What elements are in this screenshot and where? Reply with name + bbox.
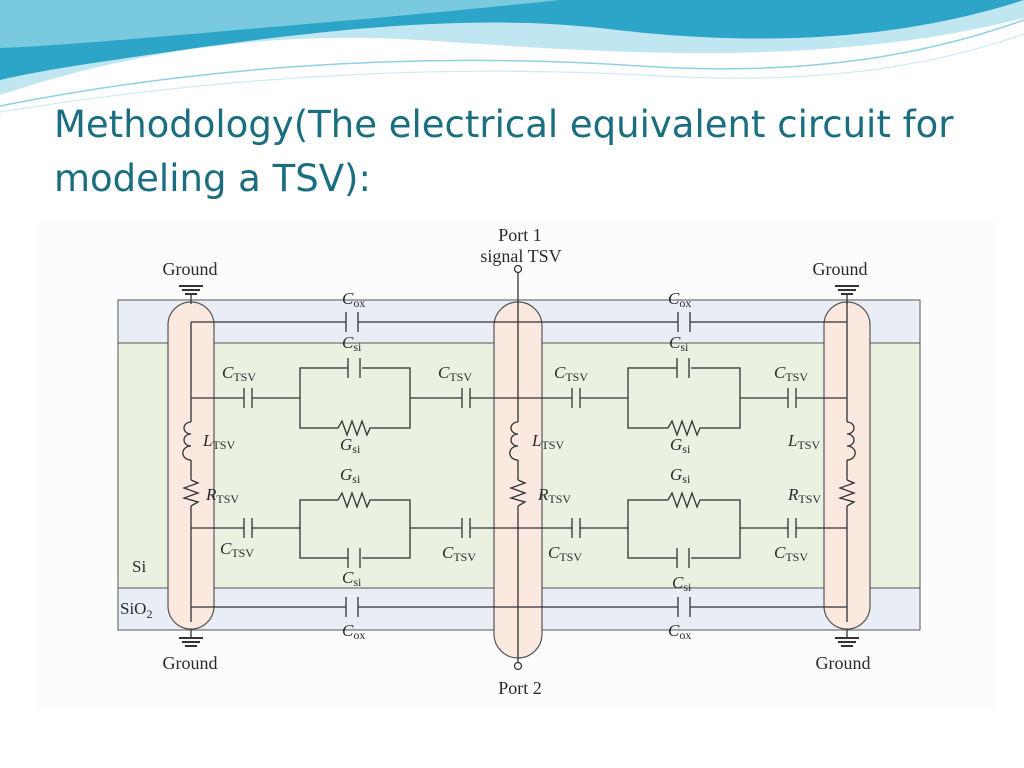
tsv-circuit-diagram: Port 1 signal TSV Port 2 Ground Ground G… (36, 222, 998, 710)
label-ctsv-upper-1: CTSV (222, 363, 256, 384)
svg-text:Gsi: Gsi (670, 435, 691, 456)
label-gsi-lower-left: Gsi (340, 465, 361, 486)
svg-text:CTSV: CTSV (548, 543, 582, 564)
svg-text:RTSV: RTSV (537, 485, 571, 506)
ground-label-top-left: Ground (163, 259, 218, 279)
svg-text:CTSV: CTSV (222, 363, 256, 384)
label-ctsv-lower-4: CTSV (774, 543, 808, 564)
svg-text:RTSV: RTSV (205, 485, 239, 506)
label-csi-upper-right: Csi (669, 333, 689, 354)
svg-text:Cox: Cox (342, 621, 365, 642)
sio2-label: SiO2 (120, 599, 152, 621)
ground-symbol-bottom-left (179, 630, 203, 647)
ground-symbol-bottom-right (835, 630, 859, 647)
svg-text:Csi: Csi (342, 333, 362, 354)
port1-sub-label: signal TSV (480, 246, 561, 266)
svg-text:Csi: Csi (669, 333, 689, 354)
label-gsi-lower-right: Gsi (670, 465, 691, 486)
svg-text:LTSV: LTSV (202, 431, 235, 452)
sio2-subscript: 2 (146, 607, 152, 621)
label-ctsv-upper-3: CTSV (554, 363, 588, 384)
label-rtsv-right: RTSV (787, 485, 821, 506)
ground-label-bottom-left: Ground (163, 653, 218, 673)
svg-text:CTSV: CTSV (438, 363, 472, 384)
svg-text:Csi: Csi (342, 568, 362, 589)
wave-line-2 (0, 33, 1024, 113)
svg-text:CTSV: CTSV (774, 363, 808, 384)
ground-label-top-right: Ground (813, 259, 868, 279)
label-cox-top-right: Cox (668, 289, 691, 310)
svg-text:Csi: Csi (672, 573, 692, 594)
svg-text:Cox: Cox (668, 621, 691, 642)
svg-text:Cox: Cox (342, 289, 365, 310)
label-cox-top-left: Cox (342, 289, 365, 310)
label-csi-upper-left: Csi (342, 333, 362, 354)
svg-text:Gsi: Gsi (670, 465, 691, 486)
label-ltsv-signal: LTSV (531, 431, 564, 452)
label-ctsv-upper-4: CTSV (774, 363, 808, 384)
ground-symbol-top-right (835, 285, 859, 304)
port1-label: Port 1 (498, 225, 542, 245)
label-cox-bottom-left: Cox (342, 621, 365, 642)
wave-highlight (0, 0, 560, 48)
svg-text:Cox: Cox (668, 289, 691, 310)
svg-text:Gsi: Gsi (340, 465, 361, 486)
wave-line-1 (0, 19, 1024, 107)
label-gsi-upper-left: Gsi (340, 435, 361, 456)
ground-label-bottom-right: Ground (816, 653, 871, 673)
label-ctsv-lower-3: CTSV (548, 543, 582, 564)
label-csi-lower-right: Csi (672, 573, 692, 594)
svg-text:CTSV: CTSV (554, 363, 588, 384)
slide-title-line-1: Methodology(The electrical equivalent ci… (54, 103, 954, 146)
label-ltsv-right: LTSV (787, 431, 820, 452)
label-ctsv-lower-2: CTSV (442, 543, 476, 564)
label-rtsv-signal: RTSV (537, 485, 571, 506)
header-wave-decoration (0, 0, 1024, 113)
svg-text:Gsi: Gsi (340, 435, 361, 456)
label-gsi-upper-right: Gsi (670, 435, 691, 456)
svg-text:CTSV: CTSV (442, 543, 476, 564)
port2-terminal (513, 661, 523, 671)
label-ltsv-left: LTSV (202, 431, 235, 452)
slide-title: Methodology(The electrical equivalent ci… (54, 98, 994, 206)
label-rtsv-left: RTSV (205, 485, 239, 506)
label-ctsv-lower-1: CTSV (220, 539, 254, 560)
port1-terminal (513, 264, 523, 274)
svg-text:LTSV: LTSV (531, 431, 564, 452)
port2-label: Port 2 (498, 678, 542, 698)
slide-title-line-2: modeling a TSV): (54, 157, 371, 200)
ground-symbol-top-left (179, 285, 203, 304)
si-label: Si (132, 557, 146, 576)
label-cox-bottom-right: Cox (668, 621, 691, 642)
svg-text:RTSV: RTSV (787, 485, 821, 506)
label-csi-lower-left: Csi (342, 568, 362, 589)
label-ctsv-upper-2: CTSV (438, 363, 472, 384)
svg-text:CTSV: CTSV (220, 539, 254, 560)
circuit-svg: Port 1 signal TSV Port 2 Ground Ground G… (117, 225, 921, 698)
sio2-text: SiO (120, 599, 146, 618)
svg-text:LTSV: LTSV (787, 431, 820, 452)
svg-text:CTSV: CTSV (774, 543, 808, 564)
